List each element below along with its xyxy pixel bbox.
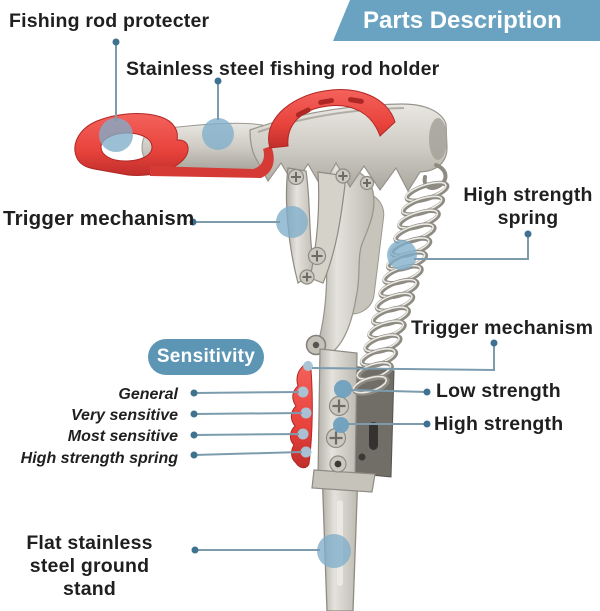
rod-clamp-strap xyxy=(268,89,396,149)
marker-spring xyxy=(387,240,417,270)
sensitivity-item-most-sensitive: Most sensitive xyxy=(67,428,178,446)
sensitivity-item-very-sensitive: Very sensitive xyxy=(70,407,178,425)
leader-dots xyxy=(112,38,532,554)
label-high-strength: High strength xyxy=(434,413,564,435)
marker-rod-holder xyxy=(202,118,234,150)
parts-description-banner: Parts Description xyxy=(333,0,600,41)
leader-lines xyxy=(115,41,529,551)
marker-rod-protector xyxy=(99,118,133,152)
label-rod-protector: Fishing rod protecter xyxy=(9,10,210,32)
label-ground-stand: Flat stainless steel ground stand xyxy=(26,532,153,600)
rod-protector-wrap xyxy=(150,146,274,178)
marker-trigger-left xyxy=(276,206,308,238)
marker-ground-stand xyxy=(317,534,351,568)
marker-low-strength xyxy=(334,380,352,398)
rod-protector-graphic xyxy=(74,113,189,176)
label-rod-holder: Stainless steel fishing rod holder xyxy=(126,58,440,80)
label-low-strength: Low strength xyxy=(436,380,561,402)
marker-high-strength xyxy=(333,417,349,433)
sensitivity-item-high-strength-spring: High strength spring xyxy=(20,449,178,467)
rod-holder-opening xyxy=(429,118,447,160)
mounting-bracket xyxy=(311,348,395,493)
sensitivity-item-general: General xyxy=(118,386,178,403)
sensitivity-notch-dots xyxy=(297,361,313,458)
label-trigger-mechanism-left: Trigger mechanism xyxy=(3,207,195,230)
label-high-strength-spring: High strength spring xyxy=(463,184,593,230)
label-trigger-mechanism-right: Trigger mechanism xyxy=(411,317,594,339)
sensitivity-list: General Very sensitive Most sensitive Hi… xyxy=(0,384,178,469)
part-markers xyxy=(99,118,417,568)
sensitivity-badge: Sensitivity xyxy=(148,339,264,375)
